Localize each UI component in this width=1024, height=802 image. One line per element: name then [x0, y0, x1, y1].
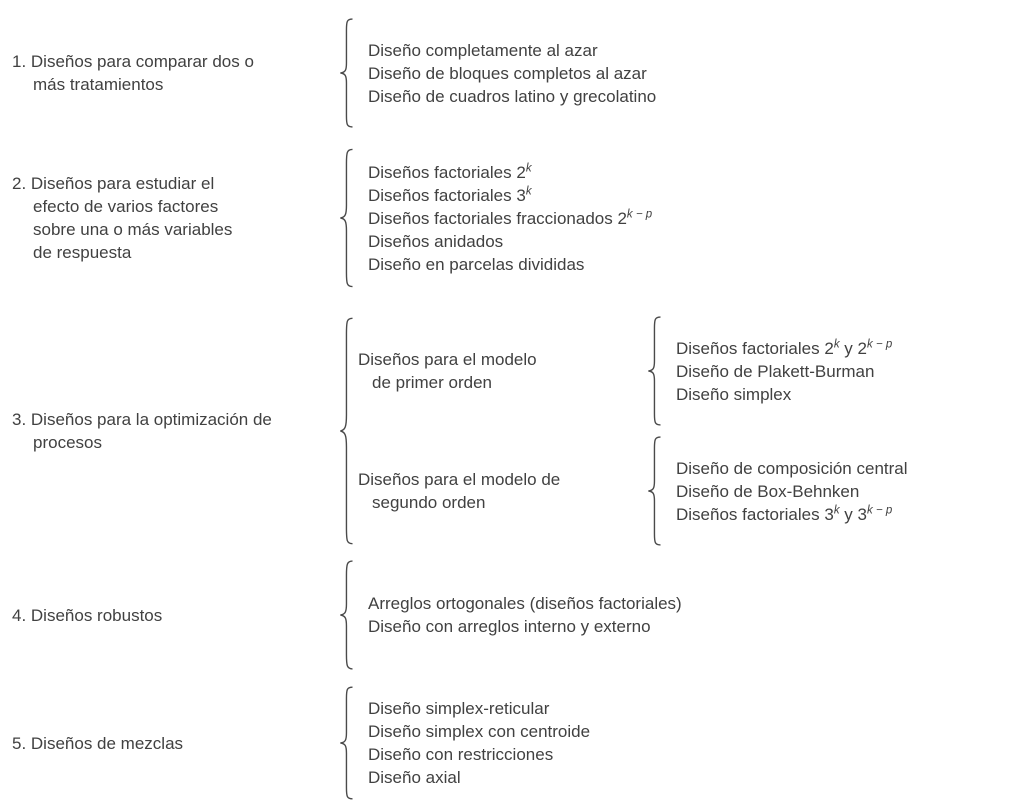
design-item: Diseño en parcelas divididas: [368, 254, 585, 274]
section-4-row: 4. Diseños robustos Arreglos ortogonales…: [12, 558, 1024, 672]
design-item: Diseño de Box-Behnken: [676, 481, 860, 501]
section-5-items: Diseño simplex-reticular Diseño simplex …: [368, 697, 590, 789]
section-3-subgroups: Diseños para el modelo de primer orden D…: [358, 314, 908, 548]
section-5-left-brace-icon: [336, 684, 358, 802]
section-4-left-brace-icon: [336, 558, 358, 672]
first-order-label-line: Diseños para el modelo: [358, 350, 537, 369]
design-item: Arreglos ortogonales (diseños factoriale…: [368, 594, 682, 613]
first-order-subgroup: Diseños para el modelo de primer orden D…: [358, 314, 908, 428]
second-order-brace-icon: [644, 434, 666, 548]
design-item: Diseño de bloques completos al azar: [368, 63, 647, 83]
section-2-label-line: sobre una o más variables: [33, 220, 233, 239]
design-item: Diseño simplex-reticular: [368, 699, 550, 718]
design-item: Diseño axial: [368, 768, 461, 787]
section-4-label: 4. Diseños robustos: [12, 604, 336, 627]
design-item: Diseños anidados: [368, 231, 504, 251]
design-item: Diseños factoriales 3k y 3k − p: [676, 503, 893, 524]
design-item: Diseño con restricciones: [368, 745, 554, 764]
experimental-design-classification-diagram: 1. Diseños para comparar dos o más trata…: [12, 0, 1024, 705]
section-2-label-line: de respuesta: [33, 243, 132, 262]
first-order-items: Diseños factoriales 2k y 2k − p Diseño d…: [676, 337, 892, 406]
section-2-label-line: efecto de varios factores: [33, 197, 219, 216]
design-item: Diseño completamente al azar: [368, 40, 598, 60]
first-order-label-line: de primer orden: [372, 373, 493, 392]
design-item: Diseño de composición central: [676, 458, 908, 478]
second-order-label-line: Diseños para el modelo de: [358, 470, 561, 489]
section-1-label-line: más tratamientos: [33, 75, 164, 94]
section-5-row: 5. Diseños de mezclas Diseño simplex-ret…: [12, 684, 1024, 802]
section-1-row: 1. Diseños para comparar dos o más trata…: [12, 16, 1024, 130]
section-4-label-line: 4. Diseños robustos: [12, 605, 163, 625]
section-1-label-line: 1. Diseños para comparar dos o: [12, 52, 254, 71]
second-order-items: Diseño de composición central Diseño de …: [676, 457, 908, 526]
section-1-label: 1. Diseños para comparar dos o más trata…: [12, 50, 336, 96]
design-item: Diseño simplex con centroide: [368, 722, 591, 741]
design-item: Diseños factoriales fraccionados 2k − p: [368, 207, 653, 228]
first-order-brace-icon: [644, 314, 666, 428]
section-2-label: 2. Diseños para estudiar el efecto de va…: [12, 172, 336, 264]
section-5-label: 5. Diseños de mezclas: [12, 732, 336, 755]
second-order-label-line: segundo orden: [372, 493, 486, 512]
design-item: Diseño de cuadros latino y grecolatino: [368, 86, 657, 106]
design-item: Diseño con arreglos interno y externo: [368, 617, 651, 636]
first-order-label: Diseños para el modelo de primer orden: [358, 348, 644, 394]
section-1-items: Diseño completamente al azar Diseño de b…: [368, 39, 656, 108]
section-3-label-line: 3. Diseños para la optimización de: [12, 410, 272, 429]
section-2-row: 2. Diseños para estudiar el efecto de va…: [12, 146, 1024, 290]
design-item: Diseño de Plakett-Burman: [676, 361, 875, 381]
second-order-subgroup: Diseños para el modelo de segundo orden …: [358, 434, 908, 548]
section-3-row: 3. Diseños para la optimización de proce…: [12, 314, 1024, 548]
section-5-label-line: 5. Diseños de mezclas: [12, 733, 184, 753]
design-item: Diseños factoriales 3k: [368, 184, 532, 205]
section-3-left-brace-icon: [336, 314, 358, 548]
section-3-label: 3. Diseños para la optimización de proce…: [12, 408, 336, 454]
section-4-items: Arreglos ortogonales (diseños factoriale…: [368, 592, 682, 638]
section-1-left-brace-icon: [336, 16, 358, 130]
second-order-label: Diseños para el modelo de segundo orden: [358, 468, 644, 514]
section-2-items: Diseños factoriales 2k Diseños factorial…: [368, 161, 652, 276]
section-2-left-brace-icon: [336, 146, 358, 290]
section-3-label-line: procesos: [33, 433, 102, 452]
design-item: Diseño simplex: [676, 384, 792, 404]
design-item: Diseños factoriales 2k: [368, 161, 532, 182]
section-2-label-line: 2. Diseños para estudiar el: [12, 174, 215, 193]
design-item: Diseños factoriales 2k y 2k − p: [676, 337, 893, 358]
